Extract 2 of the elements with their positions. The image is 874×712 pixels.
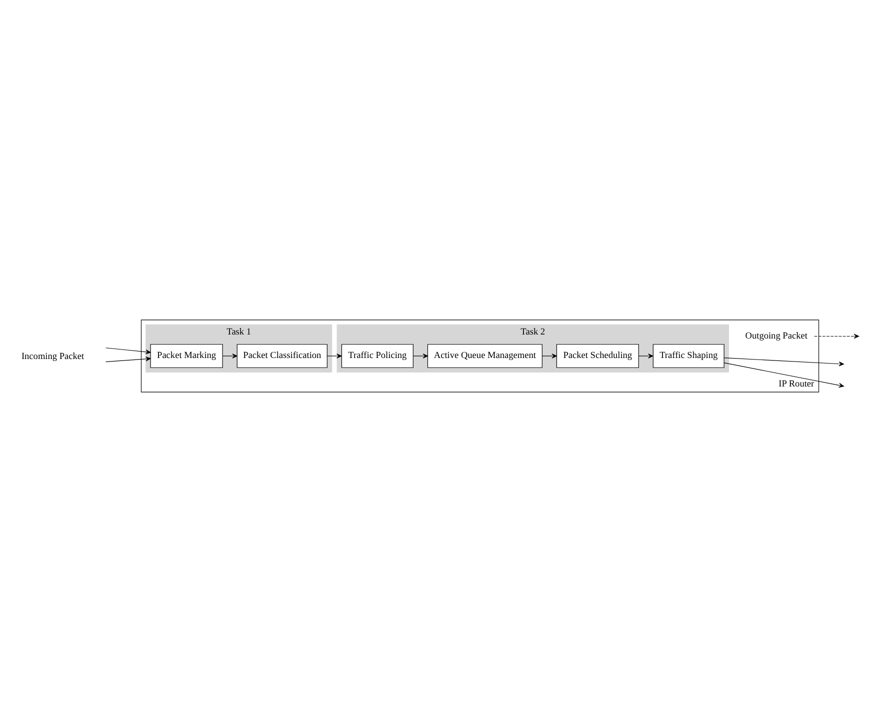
- label: Incoming Packet: [21, 352, 84, 362]
- node-text: Outgoing Packet: [745, 331, 808, 342]
